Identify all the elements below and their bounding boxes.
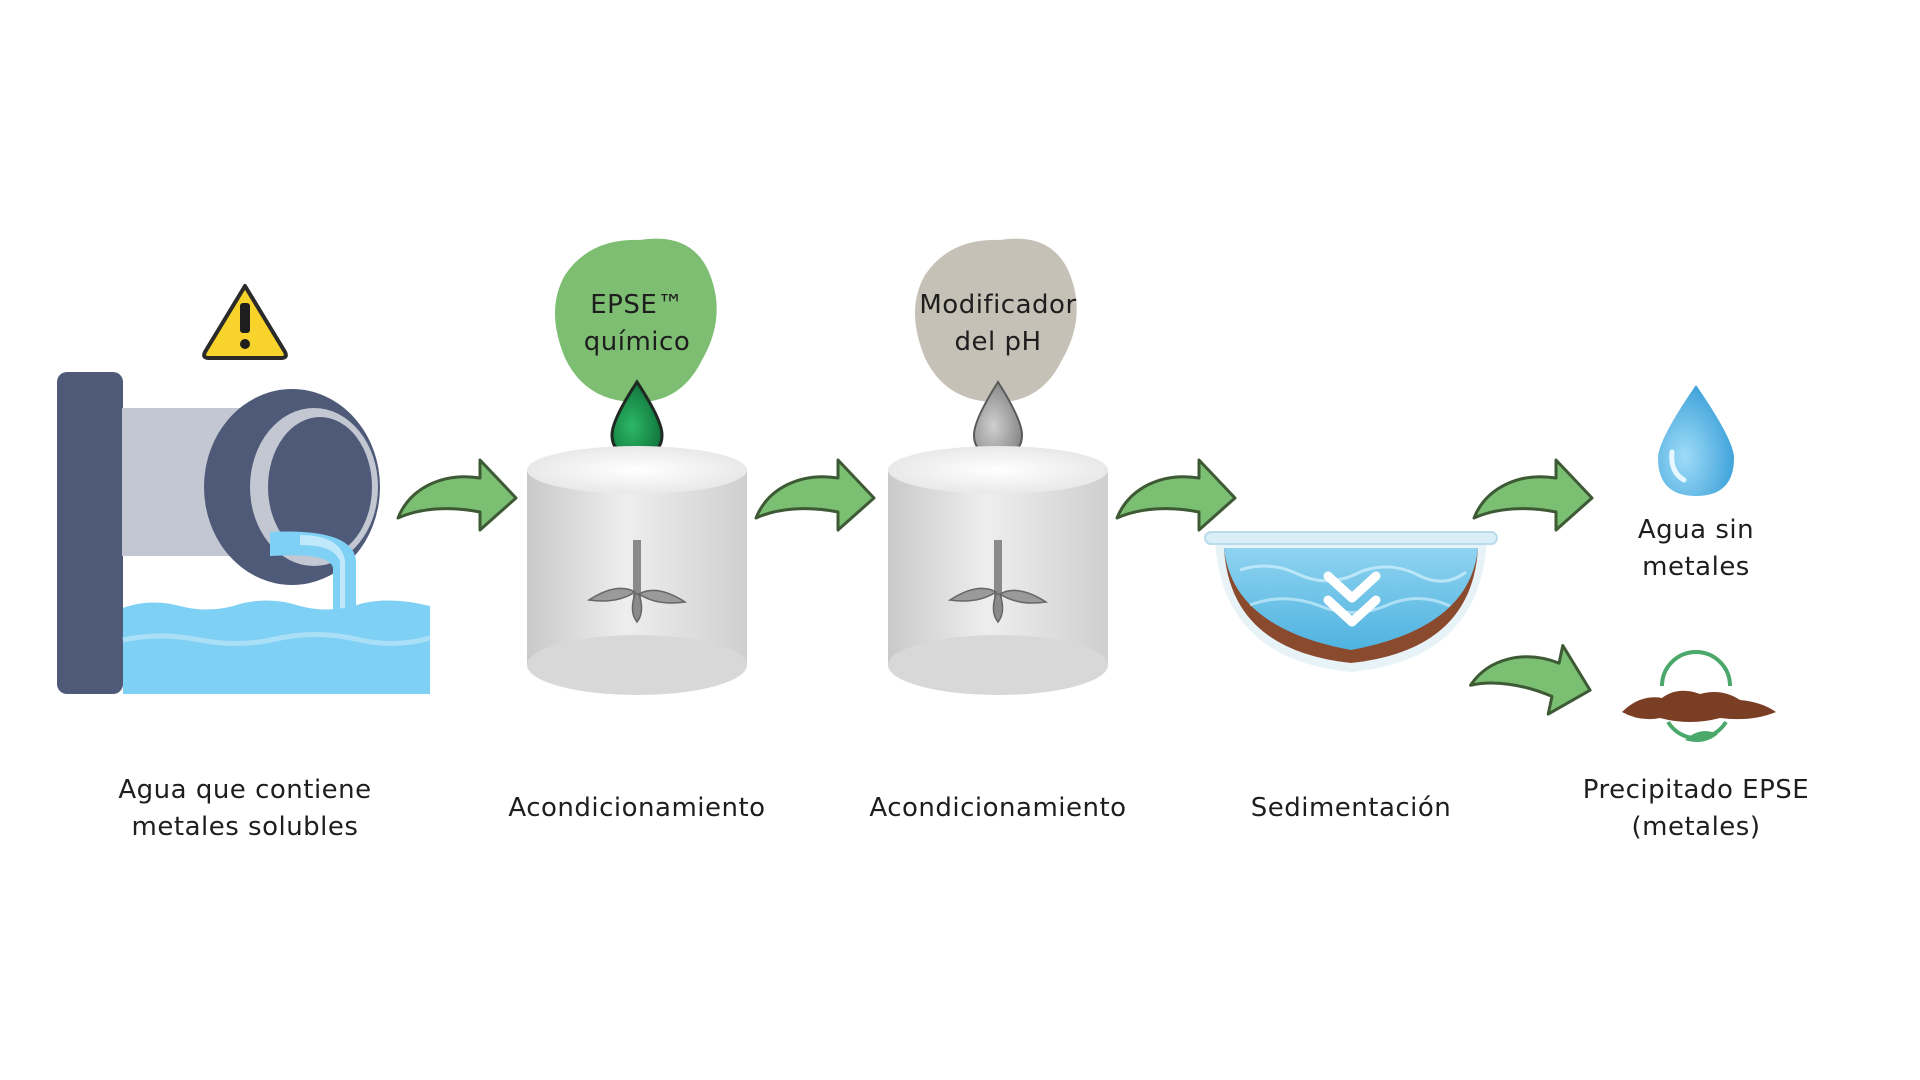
reagent-label-ph-line1: Modificador xyxy=(919,290,1077,320)
arrow-right-icon xyxy=(396,458,518,532)
arrow-right-icon xyxy=(1472,458,1594,532)
output-label-clean-water: Agua sin metales xyxy=(1576,512,1816,586)
impeller-icon xyxy=(947,540,1049,624)
output-label-precipitate-line2: (metales) xyxy=(1631,812,1761,842)
reagent-label-epse-line1: EPSE™ xyxy=(590,290,684,320)
reagent-blob-ph xyxy=(915,238,1077,403)
sedimentation-bowl-icon xyxy=(1204,531,1498,672)
stage-label-input: Agua que contiene metales solubles xyxy=(95,772,395,846)
stage-label-sedimentation: Sedimentación xyxy=(1201,790,1501,827)
output-label-precipitate: Precipitado EPSE (metales) xyxy=(1546,772,1846,846)
reagent-label-epse-line2: químico xyxy=(583,327,691,357)
reagent-label-ph: Modificador del pH xyxy=(903,287,1093,361)
sludge-icon xyxy=(1622,650,1776,742)
warning-icon xyxy=(202,284,288,360)
stage-label-input-line1: Agua que contiene xyxy=(118,775,372,805)
water-drop-icon xyxy=(1658,385,1734,496)
arrow-right-icon xyxy=(754,458,876,532)
reagent-label-epse: EPSE™ químico xyxy=(557,287,717,361)
output-label-precipitate-line1: Precipitado EPSE xyxy=(1582,775,1810,805)
arrow-right-icon xyxy=(1115,458,1237,532)
stage-label-conditioning-1: Acondicionamiento xyxy=(487,790,787,827)
impeller-icon xyxy=(586,540,688,624)
pipe-icon xyxy=(57,372,431,694)
mixing-tank-icon xyxy=(888,446,1108,695)
stage-label-sedimentation-text: Sedimentación xyxy=(1250,793,1452,823)
stage-label-conditioning-2-text: Acondicionamiento xyxy=(869,793,1127,823)
reagent-blob-epse xyxy=(555,238,717,403)
stage-label-input-line2: metales solubles xyxy=(131,812,359,842)
stage-label-conditioning-2: Acondicionamiento xyxy=(848,790,1148,827)
output-label-clean-water-line1: Agua sin xyxy=(1637,515,1755,545)
reagent-label-ph-line2: del pH xyxy=(954,327,1042,357)
stage-label-conditioning-1-text: Acondicionamiento xyxy=(508,793,766,823)
output-label-clean-water-line2: metales xyxy=(1642,552,1750,582)
arrow-right-icon xyxy=(1466,626,1600,724)
